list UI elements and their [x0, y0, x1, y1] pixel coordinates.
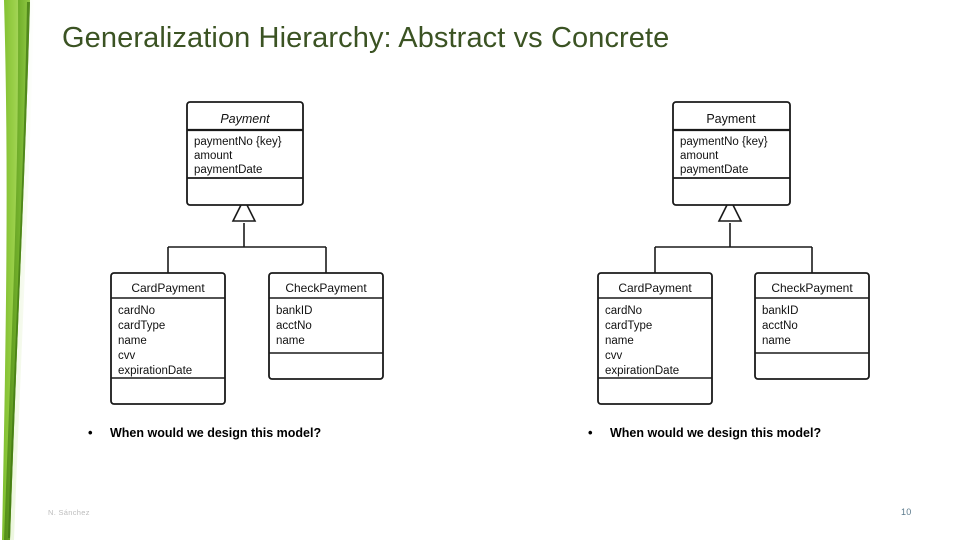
attribute-row: expirationDate [605, 365, 679, 377]
generalization-connector-right [654, 223, 813, 273]
attribute-row: bankID [276, 305, 312, 317]
attribute-row: cvv [605, 350, 623, 362]
attribute-row: paymentNo {key} [194, 136, 282, 148]
class-box-checkpayment: CheckPayment bankID acctNo name [268, 272, 384, 380]
class-name-checkpayment: CheckPayment [285, 281, 367, 295]
class-name-payment: Payment [706, 112, 756, 126]
class-box-cardpayment: CardPayment cardNo cardType name cvv exp… [597, 272, 713, 405]
class-name-cardpayment: CardPayment [131, 281, 205, 295]
attribute-row: bankID [762, 305, 798, 317]
attribute-row: cardType [605, 320, 652, 332]
decorative-green-blade [0, 0, 46, 540]
attribute-row: name [276, 335, 305, 347]
uml-class-diagram-right: Payment paymentNo {key} amount paymentDa… [597, 101, 870, 405]
bullet-marker-icon: • [588, 425, 593, 440]
attribute-row: paymentNo {key} [680, 136, 768, 148]
attribute-row: paymentDate [680, 164, 748, 176]
attribute-row: name [118, 335, 147, 347]
bullet-left-text: When would we design this model? [110, 426, 322, 440]
page-number: 10 [901, 507, 912, 517]
attribute-row: cardNo [605, 305, 642, 317]
class-name-payment: Payment [220, 112, 270, 126]
uml-diagram-abstract-model: Payment paymentNo {key} amount paymentDa… [85, 95, 515, 415]
bullet-marker-icon: • [88, 425, 93, 440]
attribute-row: name [762, 335, 791, 347]
attribute-row: expirationDate [118, 365, 192, 377]
attribute-row: cardNo [118, 305, 155, 317]
attribute-row: amount [680, 150, 719, 162]
attribute-row: cardType [118, 320, 165, 332]
uml-class-diagram-left: Payment paymentNo {key} amount paymentDa… [110, 101, 384, 405]
uml-diagram-concrete-model: Payment paymentNo {key} amount paymentDa… [570, 95, 960, 415]
class-name-checkpayment: CheckPayment [771, 281, 853, 295]
class-name-cardpayment: CardPayment [618, 281, 692, 295]
generalization-triangle-left [231, 197, 257, 222]
attribute-row: name [605, 335, 634, 347]
attribute-row: amount [194, 150, 233, 162]
page-title: Generalization Hierarchy: Abstract vs Co… [62, 22, 670, 54]
footer-author: N. Sánchez [48, 508, 90, 517]
class-box-checkpayment: CheckPayment bankID acctNo name [754, 272, 870, 380]
attribute-row: acctNo [276, 320, 312, 332]
class-box-payment-concrete: Payment paymentNo {key} amount paymentDa… [672, 101, 791, 206]
bullet-right: • When would we design this model? [588, 424, 821, 442]
bullet-left: • When would we design this model? [88, 424, 321, 442]
bullet-right-text: When would we design this model? [610, 426, 822, 440]
generalization-triangle-right [717, 197, 743, 222]
attribute-row: acctNo [762, 320, 798, 332]
generalization-connector-left [167, 223, 327, 273]
attribute-row: cvv [118, 350, 136, 362]
class-box-payment-abstract: Payment paymentNo {key} amount paymentDa… [186, 101, 304, 206]
class-box-cardpayment: CardPayment cardNo cardType name cvv exp… [110, 272, 226, 405]
attribute-row: paymentDate [194, 164, 262, 176]
green-leaf-blade-icon [2, 0, 34, 540]
